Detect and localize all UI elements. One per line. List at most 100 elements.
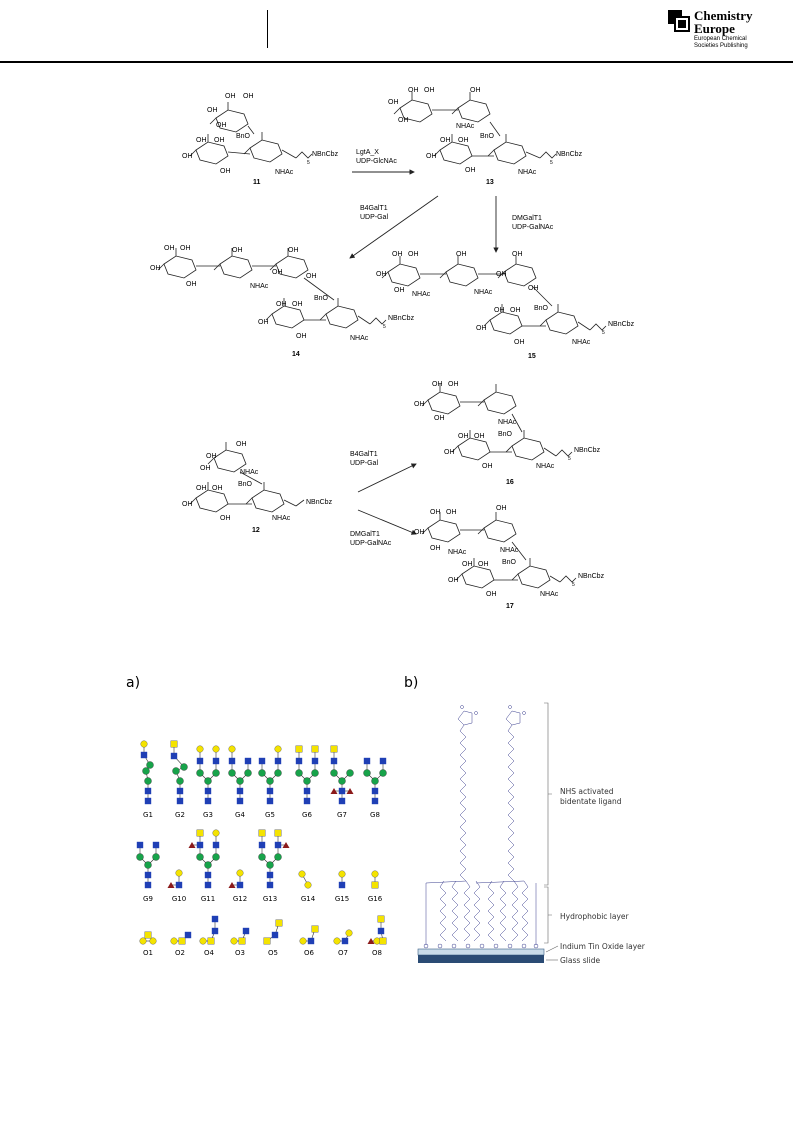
compound-17-label: 17 bbox=[506, 603, 514, 610]
galactose-symbol bbox=[299, 937, 307, 945]
galactose-symbol bbox=[298, 870, 306, 878]
mannose-symbol bbox=[196, 769, 204, 777]
galnac-symbol bbox=[274, 829, 282, 837]
panel-b-label: b) bbox=[404, 675, 418, 691]
c13-oh-2: OH bbox=[424, 87, 435, 94]
c13-sub5: 5 bbox=[550, 160, 553, 166]
glcnac-symbol bbox=[144, 881, 152, 889]
c13-nhac-2: NHAc bbox=[518, 169, 537, 176]
mannose-symbol bbox=[176, 777, 184, 785]
mannose-symbol bbox=[146, 761, 154, 769]
c12-nhac-2: NHAc bbox=[272, 515, 291, 522]
galnac-symbol bbox=[371, 881, 379, 889]
logo-line1: Chemistry bbox=[694, 8, 753, 23]
glycan-label: G2 bbox=[175, 811, 185, 819]
compound-17-structure: OH OH OH OH NHAc OH NHAc BnO OH OH OH OH… bbox=[414, 505, 605, 610]
synthesis-scheme: OH OH OH OH BnO OH OH OH OH NHAc NBnCbz … bbox=[150, 87, 635, 610]
glcnac-symbol bbox=[338, 881, 346, 889]
c15-nhac-1: NHAc bbox=[412, 291, 431, 298]
glcnac-symbol bbox=[211, 927, 219, 935]
glcnac-symbol bbox=[274, 841, 282, 849]
glcnac-symbol bbox=[170, 752, 178, 760]
r4-enzyme: B4GalT1 bbox=[350, 451, 378, 458]
c16-oh-1: OH bbox=[432, 381, 443, 388]
mannose-symbol bbox=[136, 853, 144, 861]
c14-sub5: 5 bbox=[383, 324, 386, 330]
galactose-symbol bbox=[345, 929, 353, 937]
galnac-symbol bbox=[377, 915, 385, 923]
c17-oh-4: OH bbox=[430, 545, 441, 552]
hydrophobic-label: Hydrophobic layer bbox=[560, 912, 630, 921]
galnac-symbol bbox=[311, 925, 319, 933]
mannose-symbol bbox=[338, 777, 346, 785]
c17-oh-9: OH bbox=[486, 591, 497, 598]
galnac-symbol bbox=[258, 829, 266, 837]
galnac-symbol bbox=[275, 919, 283, 927]
galactose-symbol bbox=[170, 937, 178, 945]
fucose-symbol bbox=[188, 842, 196, 848]
mannose-symbol bbox=[204, 777, 212, 785]
mannose-symbol bbox=[346, 769, 354, 777]
c14-oh-11: OH bbox=[258, 319, 269, 326]
mannose-symbol bbox=[144, 861, 152, 869]
c14-oh-10: OH bbox=[292, 301, 303, 308]
glcnac-symbol bbox=[144, 871, 152, 879]
c17-nbncbz: NBnCbz bbox=[578, 573, 605, 580]
c14-oh-9: OH bbox=[276, 301, 287, 308]
glcnac-symbol bbox=[371, 787, 379, 795]
c17-nhac-1: NHAc bbox=[448, 549, 467, 556]
c17-oh-5: OH bbox=[496, 505, 507, 512]
c14-oh-12: OH bbox=[296, 333, 307, 340]
glycan-label: G14 bbox=[301, 895, 316, 903]
c12-bno: BnO bbox=[238, 481, 253, 488]
c13-oh-4: OH bbox=[388, 99, 399, 106]
glycan-label: G5 bbox=[265, 811, 275, 819]
arrow-12-to-16 bbox=[357, 463, 417, 493]
fucose-symbol bbox=[346, 788, 354, 794]
galnac-symbol bbox=[311, 745, 319, 753]
compound-12-structure: OH OH OH NHAc BnO OH OH OH OH NHAc NBnCb… bbox=[182, 441, 333, 534]
glycan-label: G9 bbox=[143, 895, 153, 903]
mannose-symbol bbox=[228, 769, 236, 777]
glcnac-symbol bbox=[266, 797, 274, 805]
c16-oh-7: OH bbox=[444, 449, 455, 456]
c14-oh-5: OH bbox=[232, 247, 243, 254]
mannose-symbol bbox=[172, 767, 180, 775]
c13-oh-1: OH bbox=[408, 87, 419, 94]
c16-nhac-1: NHAc bbox=[498, 419, 517, 426]
glycan-label: G13 bbox=[263, 895, 277, 903]
glcnac-symbol bbox=[204, 881, 212, 889]
c12-oh-6: OH bbox=[182, 501, 193, 508]
glcnac-symbol bbox=[136, 841, 144, 849]
glycan-label: G10 bbox=[172, 895, 186, 903]
c15-bno: BnO bbox=[534, 305, 549, 312]
c12-oh-4: OH bbox=[196, 485, 207, 492]
chemistry-europe-logo-icon bbox=[668, 10, 690, 32]
compound-11-label: 11 bbox=[253, 179, 261, 186]
c12-oh-1: OH bbox=[236, 441, 247, 448]
galnac-symbol bbox=[207, 937, 215, 945]
mannose-symbol bbox=[258, 853, 266, 861]
compound-13-label: 13 bbox=[486, 179, 494, 186]
glcnac-symbol bbox=[307, 937, 315, 945]
compound-12-label: 12 bbox=[252, 527, 260, 534]
c15-oh-1: OH bbox=[392, 251, 403, 258]
galnac-symbol bbox=[144, 931, 152, 939]
glycan-label: G4 bbox=[235, 811, 245, 819]
mannose-symbol bbox=[295, 769, 303, 777]
c16-bno: BnO bbox=[498, 431, 513, 438]
glcnac-symbol bbox=[330, 757, 338, 765]
c11-nbncbz: NBnCbz bbox=[312, 151, 339, 158]
c13-oh-6: OH bbox=[440, 137, 451, 144]
glcnac-symbol bbox=[212, 841, 220, 849]
nhs-label-line1: NHS activated bbox=[560, 787, 614, 796]
r2-donor: UDP-Gal bbox=[360, 214, 388, 221]
glycan-label: G6 bbox=[302, 811, 312, 819]
mannose-symbol bbox=[258, 769, 266, 777]
mannose-symbol bbox=[196, 853, 204, 861]
glcnac-symbol bbox=[338, 787, 346, 795]
glcnac-symbol bbox=[379, 757, 387, 765]
glcnac-symbol bbox=[175, 881, 183, 889]
glcnac-symbol bbox=[377, 927, 385, 935]
header-rule bbox=[0, 61, 793, 63]
